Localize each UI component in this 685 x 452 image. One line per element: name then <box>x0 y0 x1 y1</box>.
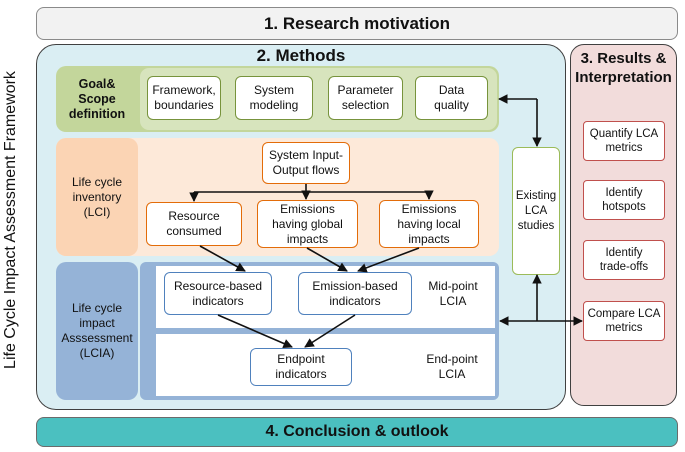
endpoint-line1: End-point <box>426 352 478 366</box>
goal-item-line1: Framework, <box>152 83 216 97</box>
output-line2: having global <box>272 216 343 231</box>
goal-item-line2: modeling <box>249 98 299 112</box>
result-line1: Identify <box>605 187 643 199</box>
arrow-resource-to-indicators <box>199 245 246 272</box>
io-line1: System Input- <box>268 148 344 162</box>
existing-line1: Existing <box>515 189 557 202</box>
research-motivation-label: 1. Research motivation <box>263 13 451 33</box>
io-line2: Output flows <box>272 163 340 177</box>
emission-line1: Emission-based <box>312 278 398 293</box>
existing-line2: LCA <box>524 204 548 217</box>
methods-title-text: 2. Methods <box>256 46 346 65</box>
lcia-label-line1: Life cycle <box>71 301 122 315</box>
resource-line1: Resource-based <box>173 278 263 293</box>
endpoint-line2: LCIA <box>438 367 466 381</box>
resource-line2: indicators <box>192 293 244 308</box>
lci-label-line2: inventory <box>72 189 122 204</box>
lcia-label-line3: Asssessment <box>61 331 133 345</box>
results-title-line2: Interpretation <box>575 69 672 86</box>
midpoint-line1: Mid-point <box>428 279 478 293</box>
output-line2: having local <box>397 216 461 231</box>
research-motivation-bar: 1. Research motivation <box>36 7 678 40</box>
methods-title: 2. Methods <box>36 45 566 67</box>
midpoint-line2: LCIA <box>439 294 467 308</box>
existing-line3: studies <box>517 219 555 232</box>
conclusion-label: 4. Conclusion & outlook <box>265 423 449 440</box>
results-title: 3. Results & Interpretation <box>570 48 677 88</box>
output-line2: consumed <box>166 224 222 238</box>
results-title-line1: 3. Results & <box>580 50 667 67</box>
result-line1: Quantify LCA <box>589 128 659 140</box>
arrow-local-to-indicators <box>357 247 420 273</box>
output-line3: impacts <box>408 231 450 246</box>
endpoint-box-line2: indicators <box>275 367 327 381</box>
compare-lca-metrics-box: Compare LCA metrics <box>583 301 665 341</box>
lci-label: Life cycle inventory (LCI) <box>56 138 138 256</box>
system-io-flows-box: System Input-Output flows <box>262 142 350 184</box>
arrow-resource-to-endpoint <box>217 314 293 348</box>
output-line1: Emissions <box>280 201 335 216</box>
lcia-label-line4: (LCIA) <box>79 346 115 360</box>
output-line1: Resource <box>168 209 220 223</box>
framework-boundaries-box: Framework,boundaries <box>147 76 221 120</box>
goal-scope-label-line1: Goal& <box>78 76 116 91</box>
identify-trade-offs-box: Identify trade-offs <box>583 240 665 280</box>
quantify-lca-metrics-box: Quantify LCA metrics <box>583 121 665 161</box>
goal-scope-label: Goal& Scope definition <box>56 66 138 132</box>
identify-hotspots-box: Identify hotspots <box>583 180 665 220</box>
emission-line2: indicators <box>329 293 381 308</box>
arrow-emission-to-endpoint <box>304 314 356 348</box>
lcia-label-line2: impact <box>79 316 115 330</box>
conclusion-bar: 4. Conclusion & outlook <box>36 417 678 447</box>
result-line1: Identify <box>605 247 643 259</box>
goal-item-line1: System <box>253 83 294 97</box>
goal-item-line1: Parameter <box>337 83 394 97</box>
results-panel <box>570 44 677 406</box>
output-line1: Emissions <box>401 201 457 216</box>
goal-item-line2: boundaries <box>154 98 214 112</box>
result-line2: metrics <box>605 322 643 334</box>
result-line1: Compare LCA <box>587 308 661 320</box>
goal-item-line1: Data <box>438 83 465 97</box>
result-line2: metrics <box>605 142 643 154</box>
endpoint-box-line1: Endpoint <box>277 352 325 366</box>
goal-scope-label-line3: definition <box>68 106 126 121</box>
goal-item-line2: selection <box>341 98 390 112</box>
lci-label-line1: Life cycle <box>71 174 123 189</box>
goal-scope-label-line2: Scope <box>78 91 116 106</box>
output-line3: impacts <box>286 231 329 246</box>
goal-item-line2: quality <box>434 98 469 112</box>
lcia-label: Life cycle impact Asssessment (LCIA) <box>56 262 138 400</box>
result-line2: hotspots <box>602 201 646 213</box>
result-line2: trade-offs <box>599 261 649 273</box>
lci-label-line3: (LCI) <box>83 204 111 219</box>
arrow-global-to-indicators <box>306 247 348 272</box>
